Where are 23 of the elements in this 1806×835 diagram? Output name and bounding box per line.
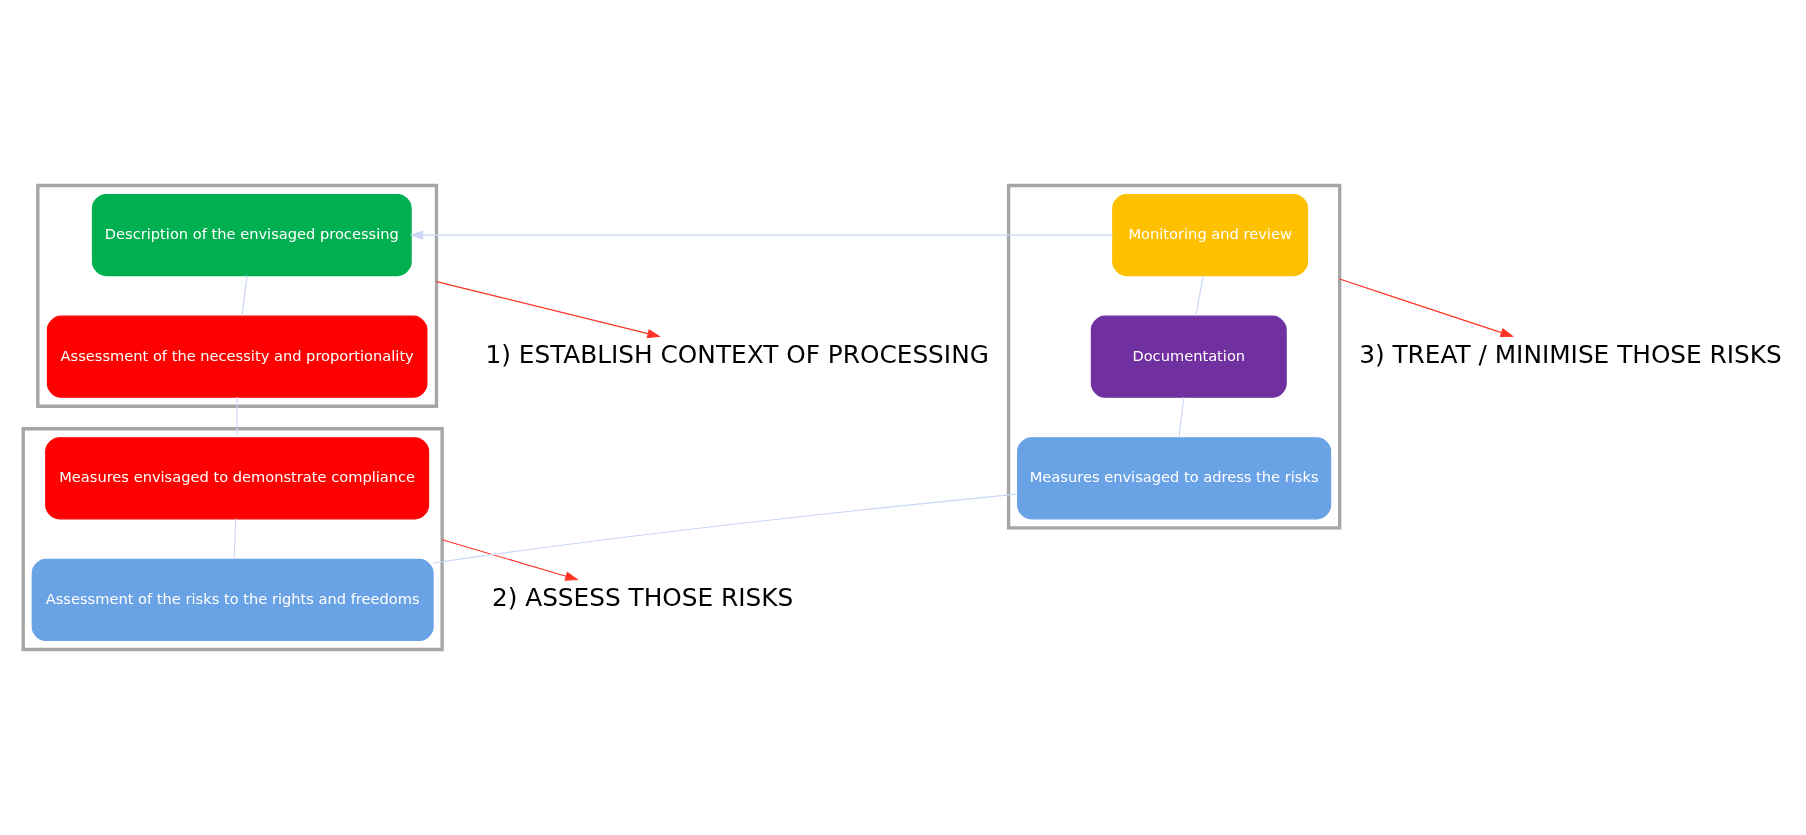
node-text: 2) ASSESS THOSE RISKS (491, 583, 794, 613)
cluster (1006, 183, 1342, 530)
node-box: Measures envisaged to demonstrate compliance (45, 437, 430, 520)
node-text: 3) TREAT / MINIMISE THOSE RISKS (1359, 339, 1782, 369)
node-text: 1) ESTABLISH CONTEXT OF PROCESSING (485, 339, 989, 369)
node-box: Documentation (1090, 315, 1287, 398)
connector (241, 275, 248, 317)
node-box: Assessment of the necessity and proportionality (46, 315, 428, 398)
connector (1195, 275, 1204, 317)
arrow (435, 281, 661, 339)
connector (432, 493, 1018, 564)
cluster (36, 183, 439, 408)
node-box: Assessment of the risks to the rights and freedoms (31, 558, 434, 642)
arrow (1339, 278, 1514, 338)
cluster (21, 427, 444, 652)
connector (1178, 396, 1185, 438)
connector (233, 518, 237, 560)
node-box: Description of the envisaged processing (91, 193, 412, 277)
node-box: Measures envisaged to adress the risks (1017, 437, 1332, 520)
node-box: Monitoring and review (1112, 193, 1309, 277)
arrow (409, 230, 1114, 240)
arrow (441, 539, 579, 581)
connector (236, 396, 238, 438)
